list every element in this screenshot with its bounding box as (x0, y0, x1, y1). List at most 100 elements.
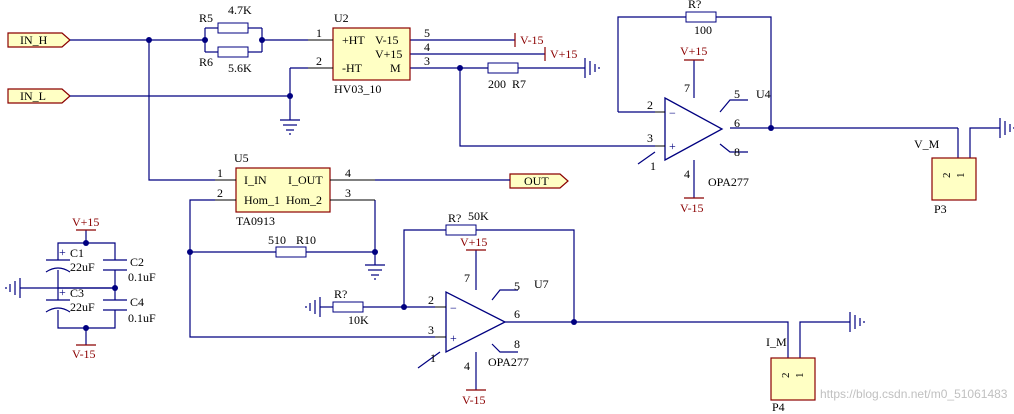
rfb-u4-designator: R? (688, 0, 701, 11)
port-in-l-label: IN_L (20, 89, 46, 103)
u2-rail-v-neg-label: V-15 (520, 33, 544, 47)
u5-pin-i-in: I_IN (244, 173, 267, 187)
p4-net: I_M (766, 335, 787, 349)
u7-pin4: 4 (464, 359, 470, 373)
r7-value: 200 (488, 77, 506, 91)
u7-pin6: 6 (514, 307, 520, 321)
resistor-r6: R6 5.6K (199, 46, 252, 75)
decoupling-caps: V+15 V-15 + C1 22uF C2 0.1uF + C3 22uF C… (45, 215, 156, 361)
opamp-u7: V+15 V-15 − + 2 3 1 7 4 5 6 8 U7 OPA277 (428, 235, 549, 407)
p3-pin1: 1 (955, 173, 967, 179)
c3-designator: C3 (70, 286, 84, 300)
u7-minus-sign: − (450, 301, 457, 315)
r10-value: 510 (268, 233, 286, 247)
ic-u5: U5 1 4 2 3 I_IN I_OUT Hom_1 Hom_2 TA0913 (215, 151, 375, 228)
r6-designator: R6 (199, 55, 213, 69)
u5-pin2-num: 2 (217, 186, 223, 200)
u2-pin4-num: 4 (424, 40, 430, 54)
p4-pin2: 2 (780, 373, 792, 379)
u4-pin5: 5 (734, 87, 740, 101)
resistor-rfb-u7: R? 50K (445, 209, 489, 236)
resistor-r7: 200 R7 (487, 62, 526, 91)
u7-designator: U7 (534, 277, 549, 291)
p3-net: V_M (914, 137, 940, 151)
ground-icon (5, 278, 21, 298)
u7-pin3: 3 (428, 323, 434, 337)
u4-v-pos: V+15 (680, 44, 707, 58)
u5-part: TA0913 (236, 214, 275, 228)
u5-pin1-num: 1 (217, 166, 223, 180)
c2-designator: C2 (130, 255, 144, 269)
u7-pin2: 2 (428, 293, 434, 307)
u4-pin6: 6 (734, 116, 740, 130)
p3-designator: P3 (934, 202, 947, 216)
u2-pin-minus-ht: -HT (342, 61, 363, 75)
resistor-r5: R5 4.7K (199, 3, 252, 34)
u4-plus-sign: + (669, 139, 676, 153)
c2-value: 0.1uF (128, 270, 156, 284)
u4-v-neg: V-15 (680, 201, 704, 215)
u4-designator: U4 (756, 87, 771, 101)
p4-pin1: 1 (794, 373, 806, 379)
u2-rail-v-pos: V+15 (544, 47, 577, 61)
u4-pin7: 7 (684, 81, 690, 95)
u7-pin1: 1 (430, 351, 436, 365)
u7-part: OPA277 (488, 355, 529, 369)
u5-pin-hom2: Hom_2 (286, 193, 322, 207)
u5-pin-i-out: I_OUT (288, 173, 323, 187)
u2-part: HV03_10 (334, 82, 381, 96)
c1-value: 22uF (70, 260, 95, 274)
u7-plus-sign: + (450, 331, 457, 345)
u7-pin8: 8 (514, 337, 520, 351)
ground-icon (849, 312, 865, 332)
u7-v-pos: V+15 (460, 235, 487, 249)
c4-designator: C4 (130, 295, 144, 309)
c3-value: 22uF (70, 300, 95, 314)
u2-pin5-num: 5 (424, 26, 430, 40)
u7-pin5: 5 (514, 279, 520, 293)
rfb-u4-value: 100 (694, 23, 712, 37)
caps-v-neg: V-15 (72, 347, 96, 361)
u2-pin-v-pos: V+15 (375, 47, 402, 61)
u2-pin2-num: 2 (316, 54, 322, 68)
u4-pin1: 1 (650, 159, 656, 173)
port-in-h: IN_H (7, 32, 71, 48)
u5-pin-hom1: Hom_1 (244, 193, 280, 207)
p3-pin2: 2 (941, 173, 953, 179)
watermark-text: https://blog.csdn.net/m0_51061483 (820, 387, 1008, 401)
port-in-h-label: IN_H (20, 33, 48, 47)
opamp-u4: V+15 V-15 − + 2 3 1 7 4 5 6 8 U4 OPA277 (647, 44, 771, 215)
ground-icon (280, 119, 300, 135)
port-in-l: IN_L (7, 88, 71, 104)
c1-polarity: + (59, 245, 66, 259)
c4-value: 0.1uF (128, 311, 156, 325)
u4-pin3: 3 (647, 131, 653, 145)
u4-pin4: 4 (684, 167, 690, 181)
u4-pin8: 8 (734, 145, 740, 159)
rin-u7-value: 10K (348, 313, 369, 327)
u4-pin2: 2 (647, 98, 653, 112)
ground-icon (584, 58, 600, 78)
r7-designator: R7 (512, 77, 526, 91)
c3-polarity: + (59, 285, 66, 299)
u4-part: OPA277 (708, 175, 749, 189)
u5-designator: U5 (234, 151, 249, 165)
wires (20, 16, 1000, 390)
r5-value: 4.7K (228, 3, 252, 17)
u5-pin4-num: 4 (345, 166, 351, 180)
resistor-rin-u7: R? 10K (332, 287, 369, 327)
connector-p3: V_M 2 1 P3 (914, 137, 977, 216)
u5-pin3-num: 3 (345, 186, 351, 200)
u2-pin1-num: 1 (316, 26, 322, 40)
ground-icon (999, 118, 1014, 138)
rin-u7-designator: R? (334, 287, 347, 301)
r5-designator: R5 (199, 11, 213, 25)
caps-v-pos: V+15 (72, 215, 99, 229)
resistor-rfb-u4: R? 100 (685, 0, 717, 37)
r10-designator: R10 (296, 233, 316, 247)
u2-pin-v-neg: V-15 (375, 33, 399, 47)
port-out-label: OUT (524, 174, 549, 188)
rfb-u7-designator: R? (448, 211, 461, 225)
p4-designator: P4 (772, 400, 785, 414)
